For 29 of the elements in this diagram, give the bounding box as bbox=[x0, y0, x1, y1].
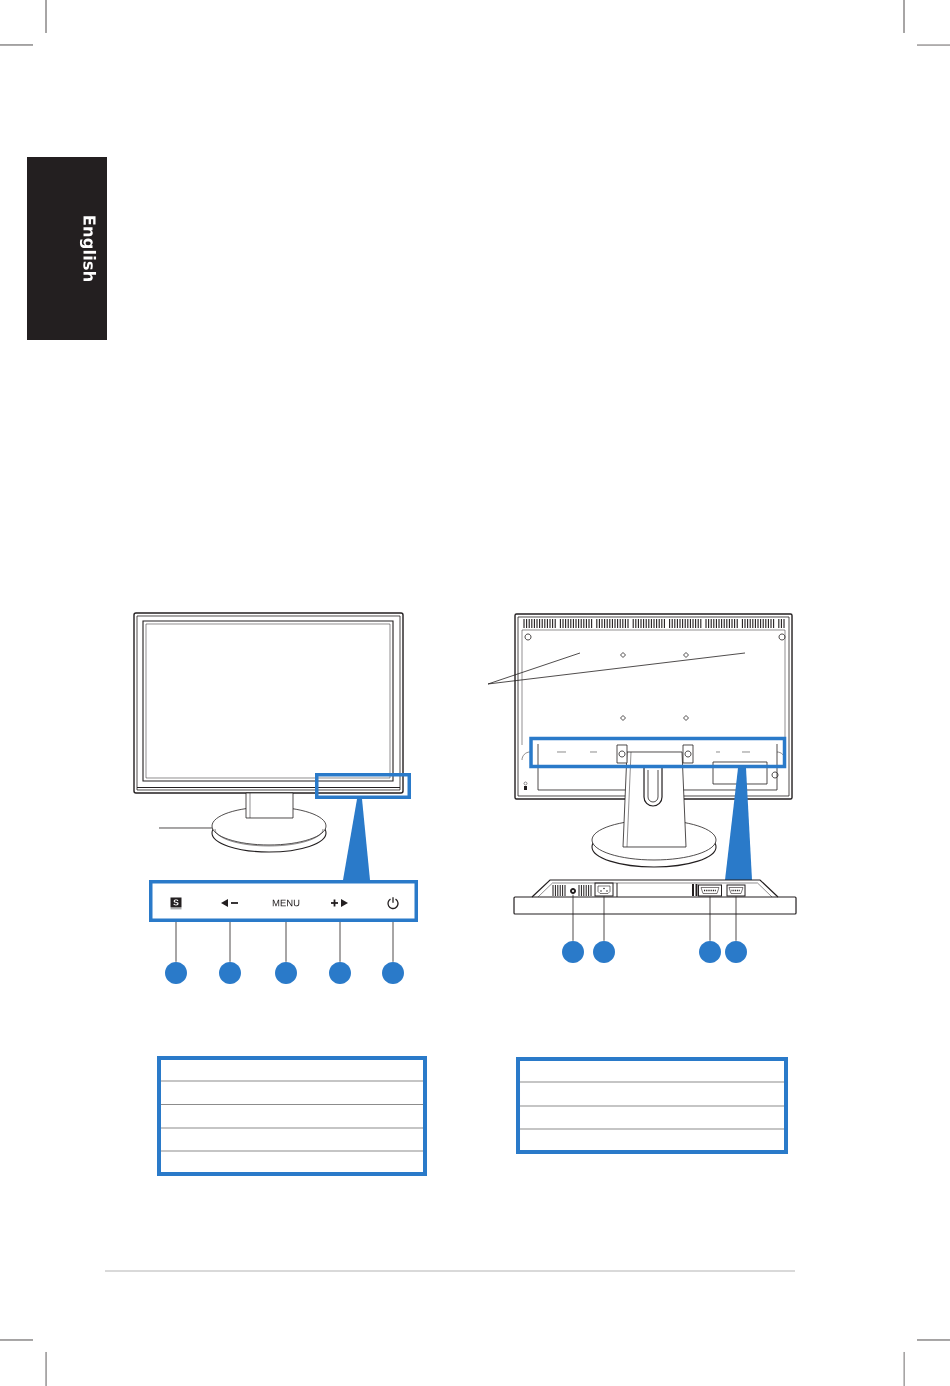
leader-line bbox=[603, 896, 605, 942]
leader-line bbox=[175, 921, 177, 963]
callout-circle bbox=[699, 941, 721, 963]
leader-line bbox=[572, 894, 574, 942]
leader-line bbox=[735, 896, 737, 942]
callout-circle bbox=[165, 962, 187, 984]
leader-line bbox=[339, 921, 341, 963]
callout-circle bbox=[562, 941, 584, 963]
button-panel bbox=[149, 880, 418, 922]
leader-line bbox=[285, 921, 287, 963]
callout-circle bbox=[275, 962, 297, 984]
power-socket-icon bbox=[594, 882, 614, 897]
vga-port-icon bbox=[726, 884, 746, 897]
callout-circle bbox=[329, 962, 351, 984]
key-label: S bbox=[170, 897, 182, 910]
callout-circle bbox=[725, 941, 747, 963]
callout-circle bbox=[219, 962, 241, 984]
left-minus-icon bbox=[221, 899, 238, 907]
language-tab: English bbox=[27, 157, 107, 340]
leader-line bbox=[709, 896, 711, 942]
callout-circle bbox=[593, 941, 615, 963]
power-icon bbox=[387, 896, 399, 910]
audio-jack-icon bbox=[570, 888, 576, 894]
key-label: MENU bbox=[272, 899, 300, 907]
dvi-port-icon bbox=[698, 884, 722, 897]
leader-line bbox=[392, 921, 394, 963]
leader-line bbox=[229, 921, 231, 963]
callout-circle bbox=[382, 962, 404, 984]
plus-right-icon bbox=[331, 899, 348, 907]
